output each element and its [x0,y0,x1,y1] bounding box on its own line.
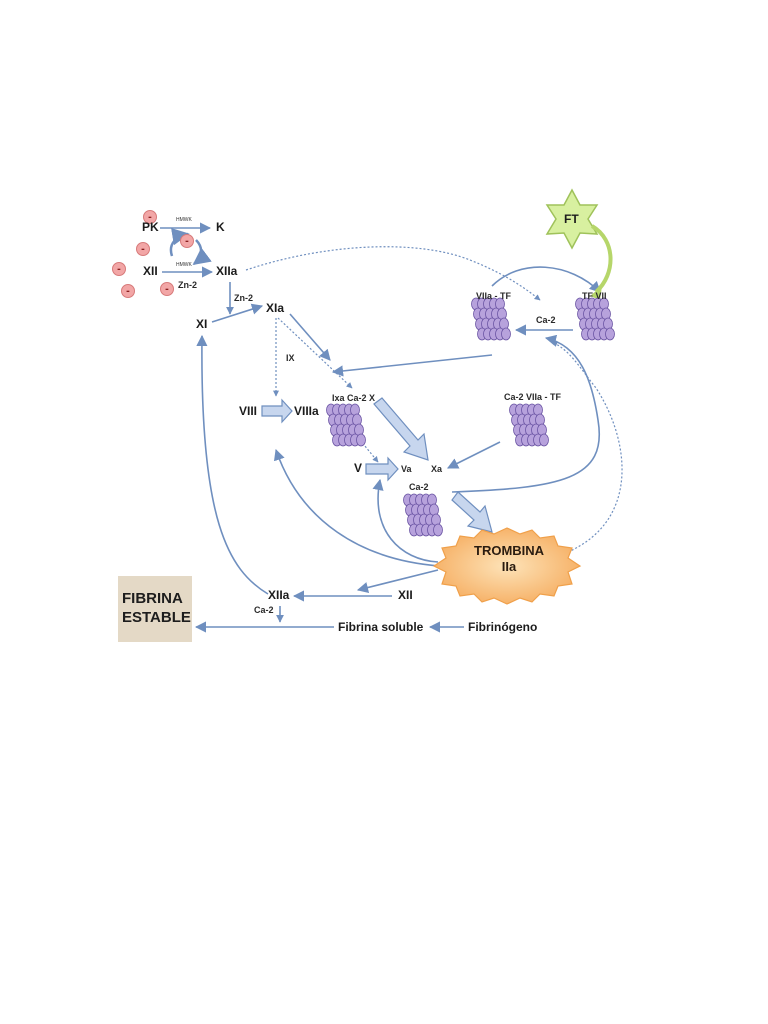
label-estable: ESTABLE [122,609,191,626]
label-xii-bottom: XII [398,588,413,602]
label-xi: XI [196,317,208,331]
label-iia: IIa [501,559,517,575]
label-v: V [354,461,363,475]
fat-arrows [261,397,493,533]
negative-charge-icon: - [136,242,150,256]
label-xia: XIa [266,301,285,315]
fibrina-estable-box: FIBRINA ESTABLE [118,576,192,642]
label-tf-vii: TF VII [582,291,607,301]
label-hmwk-2: HMWK [176,262,192,268]
label-ixa-ca-x: Ixa Ca-2 X [332,393,376,403]
solid-arrows [160,222,601,633]
label-zn-2: Zn-2 [234,293,253,303]
label-xiia-bottom: XIIa [268,588,290,602]
label-zn-1: Zn-2 [178,280,197,290]
label-fibrinogeno: Fibrinógeno [468,620,538,634]
label-pk: PK [142,220,159,234]
platelet-icon [403,493,443,537]
label-fibrina-soluble: Fibrina soluble [338,620,424,634]
platelet-icon [509,403,549,447]
label-ft: FT [564,212,579,226]
platelet-icon [471,297,511,341]
label-ca-viia-tf: Ca-2 VIIa - TF [504,392,562,402]
label-hmwk-1: HMWK [176,217,192,223]
label-va: Va [401,464,412,474]
label-xa: Xa [431,464,443,474]
ft-star-icon [545,188,599,250]
label-k: K [216,220,225,234]
trombina-burst [432,527,582,605]
label-trombina: TROMBINA [474,543,545,558]
label-viii: VIII [239,404,258,418]
negative-charge-icon: - [121,284,135,298]
negative-charge-icon: - [160,282,174,296]
platelet-icon [575,297,615,341]
ft-to-tf-arrow [590,224,613,294]
negative-charge-icon: - [112,262,126,276]
negative-charge-icon: - [143,210,157,224]
label-viia-tf: VIIa - TF [476,291,512,301]
label-ca-xa: Ca-2 [409,482,429,492]
label-ca-bottom: Ca-2 [254,605,274,615]
platelet-icon [326,403,366,447]
negative-charge-icon: - [180,234,194,248]
label-fibrina: FIBRINA [122,590,183,608]
label-xiia-top: XIIa [216,264,238,278]
label-viiia: VIIIa [294,404,319,418]
label-ca-tf: Ca-2 [536,315,556,325]
trombina-label: TROMBINA IIa [474,543,544,576]
label-xii-top: XII [143,264,158,278]
label-ix: IX [286,353,295,363]
